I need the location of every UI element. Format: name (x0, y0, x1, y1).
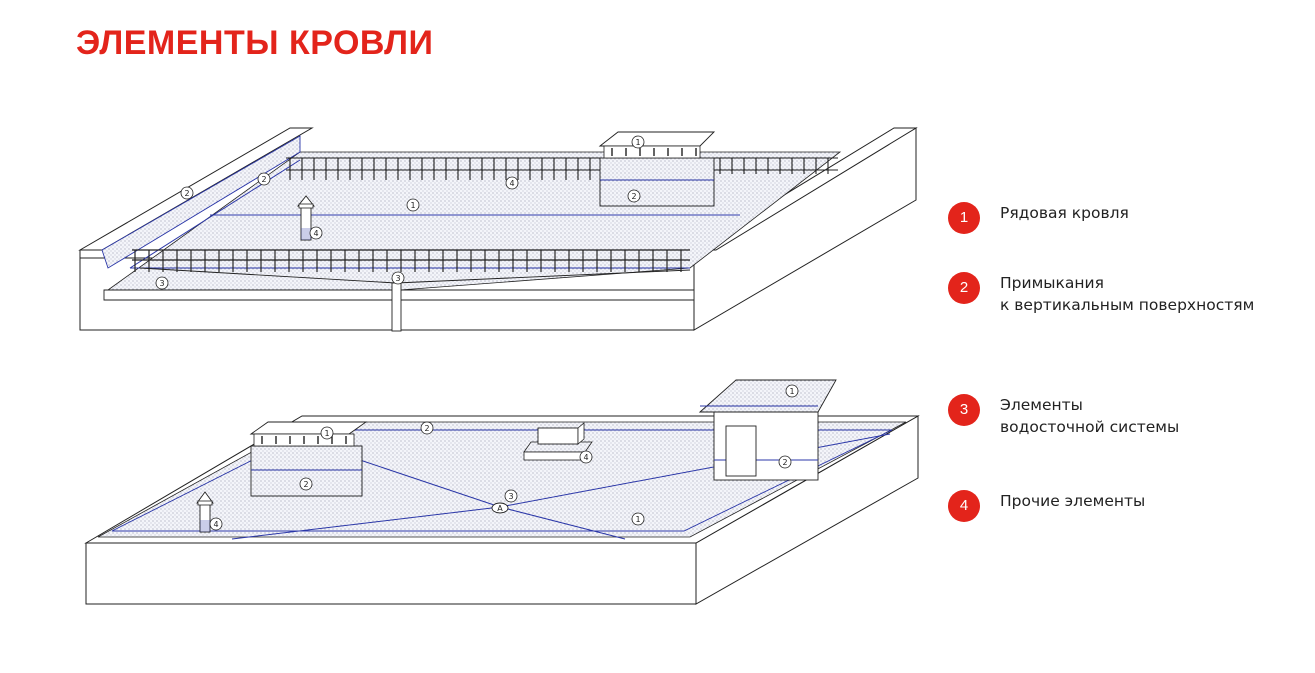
callout: 3 (391, 271, 405, 285)
legend: 1 Рядовая кровля 2 Примыкания к вертикал… (948, 0, 1315, 673)
callout: 1 (406, 198, 420, 212)
legend-label: Элементы водосточной системы (1000, 394, 1179, 438)
callout: 3 (504, 489, 518, 503)
callout: 2 (299, 477, 313, 491)
roof-bottom-front-face (85, 542, 697, 605)
callout-label: 1 (410, 201, 415, 210)
legend-line: к вертикальным поверхностям (1000, 296, 1255, 314)
roof-top-front-railing (132, 249, 690, 272)
callout: 1 (631, 512, 645, 526)
roof-bottom-callouts: 1 1 1 2 2 2 3 4 4 (209, 384, 799, 531)
legend-label: Рядовая кровля (1000, 202, 1129, 224)
legend-item-1: 1 Рядовая кровля (948, 202, 1129, 234)
roof-top-left-parapet (78, 127, 314, 251)
callout: 2 (180, 186, 194, 200)
roof-bottom-drain: A (491, 502, 509, 514)
roof-bottom-valleys (231, 433, 891, 540)
callout-label: 1 (789, 387, 794, 396)
callout-label: 1 (324, 429, 329, 438)
roof-bottom-superstructure-left (249, 421, 368, 497)
callout: 3 (155, 276, 169, 290)
callout: 1 (320, 426, 334, 440)
callout: 4 (209, 517, 223, 531)
roof-top-inner-wall (101, 135, 301, 269)
callout-label: 3 (395, 274, 400, 283)
callout-label: 4 (509, 179, 514, 188)
legend-number-badge: 1 (948, 202, 980, 234)
page-title: ЭЛЕМЕНТЫ КРОВЛИ (76, 24, 434, 62)
legend-number-badge: 4 (948, 490, 980, 522)
callout-label: 2 (782, 458, 787, 467)
legend-line: водосточной системы (1000, 418, 1180, 436)
legend-number-badge: 3 (948, 394, 980, 426)
roof-top-superstructure (598, 131, 716, 207)
roof-bottom-vent-pipe (196, 491, 214, 533)
legend-line: Рядовая кровля (1000, 204, 1129, 222)
callout-label: 1 (635, 515, 640, 524)
callout-label: 4 (583, 453, 588, 462)
roof-bottom-blue-perimeter (111, 429, 893, 532)
roof-bottom: A (84, 379, 920, 605)
callout: 1 (631, 135, 645, 149)
callout-label: 3 (508, 492, 513, 501)
roof-top-callouts: 1 1 2 2 2 4 4 3 3 (155, 135, 645, 290)
callout: 2 (257, 172, 271, 186)
roof-top-vent-pipe (297, 195, 315, 241)
callout-label: 3 (159, 279, 164, 288)
legend-label: Примыкания к вертикальным поверхностям (1000, 272, 1254, 316)
callout: 4 (309, 226, 323, 240)
roof-bottom-stair-house (698, 379, 837, 481)
callout-label: 1 (635, 138, 640, 147)
legend-label: Прочие элементы (1000, 490, 1145, 512)
legend-line: Прочие элементы (1000, 492, 1146, 510)
callout-label: 4 (213, 520, 218, 529)
callout-label: 2 (184, 189, 189, 198)
callout: 2 (420, 421, 434, 435)
callout-label: 2 (631, 192, 636, 201)
legend-item-3: 3 Элементы водосточной системы (948, 394, 1179, 438)
roof-bottom-ac-unit (523, 422, 593, 461)
roof-top-downpipe (391, 282, 402, 332)
callout: 2 (778, 455, 792, 469)
legend-line: Элементы (1000, 396, 1083, 414)
callout-label: 4 (313, 229, 318, 238)
roof-top: 1 1 2 2 2 4 4 3 3 (78, 127, 918, 332)
roof-top-back-railing (286, 157, 838, 180)
legend-number-badge: 2 (948, 272, 980, 304)
drain-label: A (497, 504, 503, 513)
callout: 1 (785, 384, 799, 398)
callout: 2 (627, 189, 641, 203)
callout-label: 2 (261, 175, 266, 184)
legend-item-2: 2 Примыкания к вертикальным поверхностям (948, 272, 1254, 316)
roof-diagram: 1 1 2 2 2 4 4 3 3 A (78, 127, 920, 605)
callout: 4 (579, 450, 593, 464)
legend-line: Примыкания (1000, 274, 1104, 292)
callout-label: 2 (424, 424, 429, 433)
legend-item-4: 4 Прочие элементы (948, 490, 1145, 522)
callout-label: 2 (303, 480, 308, 489)
callout: 4 (505, 176, 519, 190)
